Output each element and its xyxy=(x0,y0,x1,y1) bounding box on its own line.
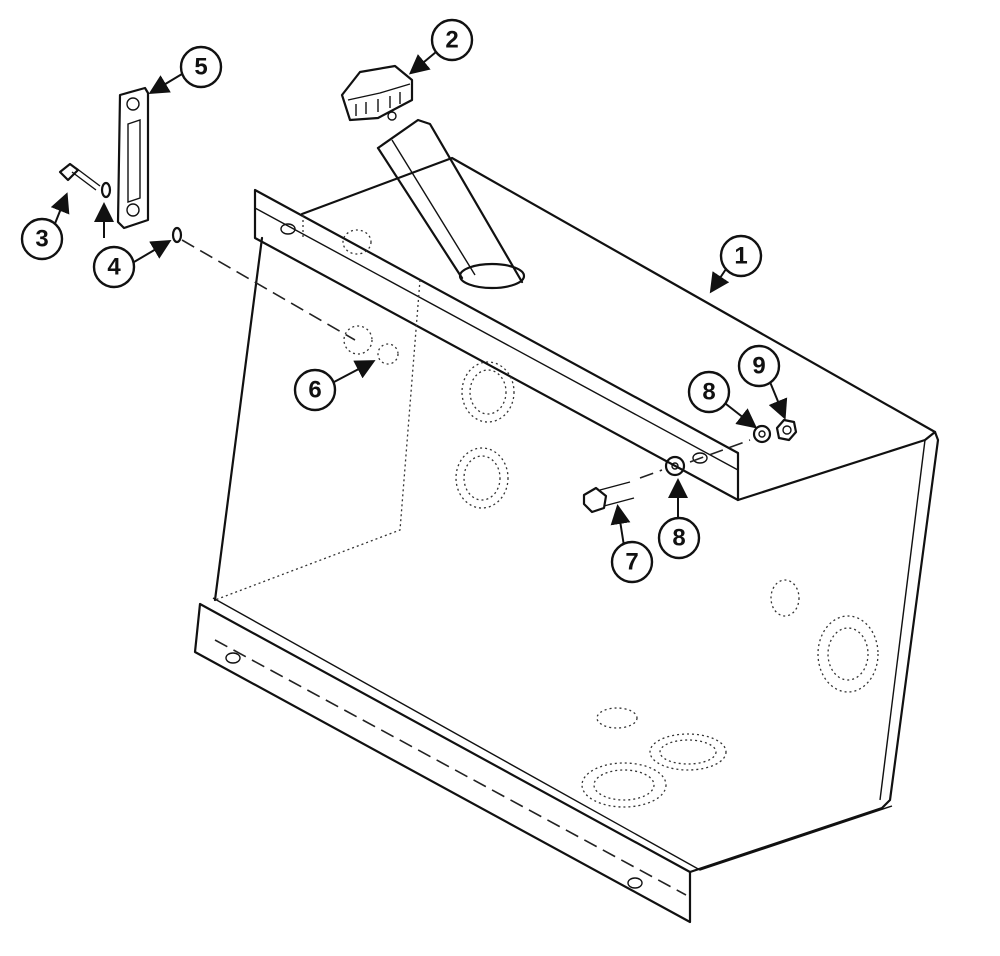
o-ring-lower xyxy=(171,226,183,244)
washer-rear xyxy=(752,424,772,444)
callout-2: 2 xyxy=(430,18,474,62)
callout-1: 1 xyxy=(719,234,763,278)
callout-3: 3 xyxy=(20,217,64,261)
callout-4-label: 4 xyxy=(107,254,121,281)
callout-2-label: 2 xyxy=(445,27,458,54)
callout-6: 6 xyxy=(293,368,337,412)
callout-5: 5 xyxy=(179,45,223,89)
filler-cap xyxy=(340,64,414,122)
tank-body xyxy=(193,156,940,924)
tank-port-fitting xyxy=(377,343,399,365)
gauge-bolt xyxy=(58,162,101,191)
callout-8-front-label: 8 xyxy=(672,525,685,552)
callout-7-label: 7 xyxy=(625,549,638,576)
callout-8-front: 8 xyxy=(657,516,701,560)
sight-gauge xyxy=(116,86,150,230)
washer-front xyxy=(664,455,686,477)
callout-6-label: 6 xyxy=(308,377,321,404)
callout-3-label: 3 xyxy=(35,226,48,253)
filler-neck xyxy=(376,118,526,290)
hex-nut xyxy=(775,418,798,442)
hex-bolt xyxy=(582,481,635,514)
callout-9: 9 xyxy=(737,344,781,388)
hidden-port-fittings xyxy=(342,229,879,808)
o-ring-upper xyxy=(100,181,112,199)
callout-8-rear-label: 8 xyxy=(702,379,715,406)
callout-8-rear: 8 xyxy=(687,370,731,414)
callout-5-label: 5 xyxy=(194,54,207,81)
callout-9-label: 9 xyxy=(752,353,765,380)
callout-4: 4 xyxy=(92,245,136,289)
callout-7: 7 xyxy=(610,540,654,584)
callout-1-label: 1 xyxy=(734,243,747,270)
